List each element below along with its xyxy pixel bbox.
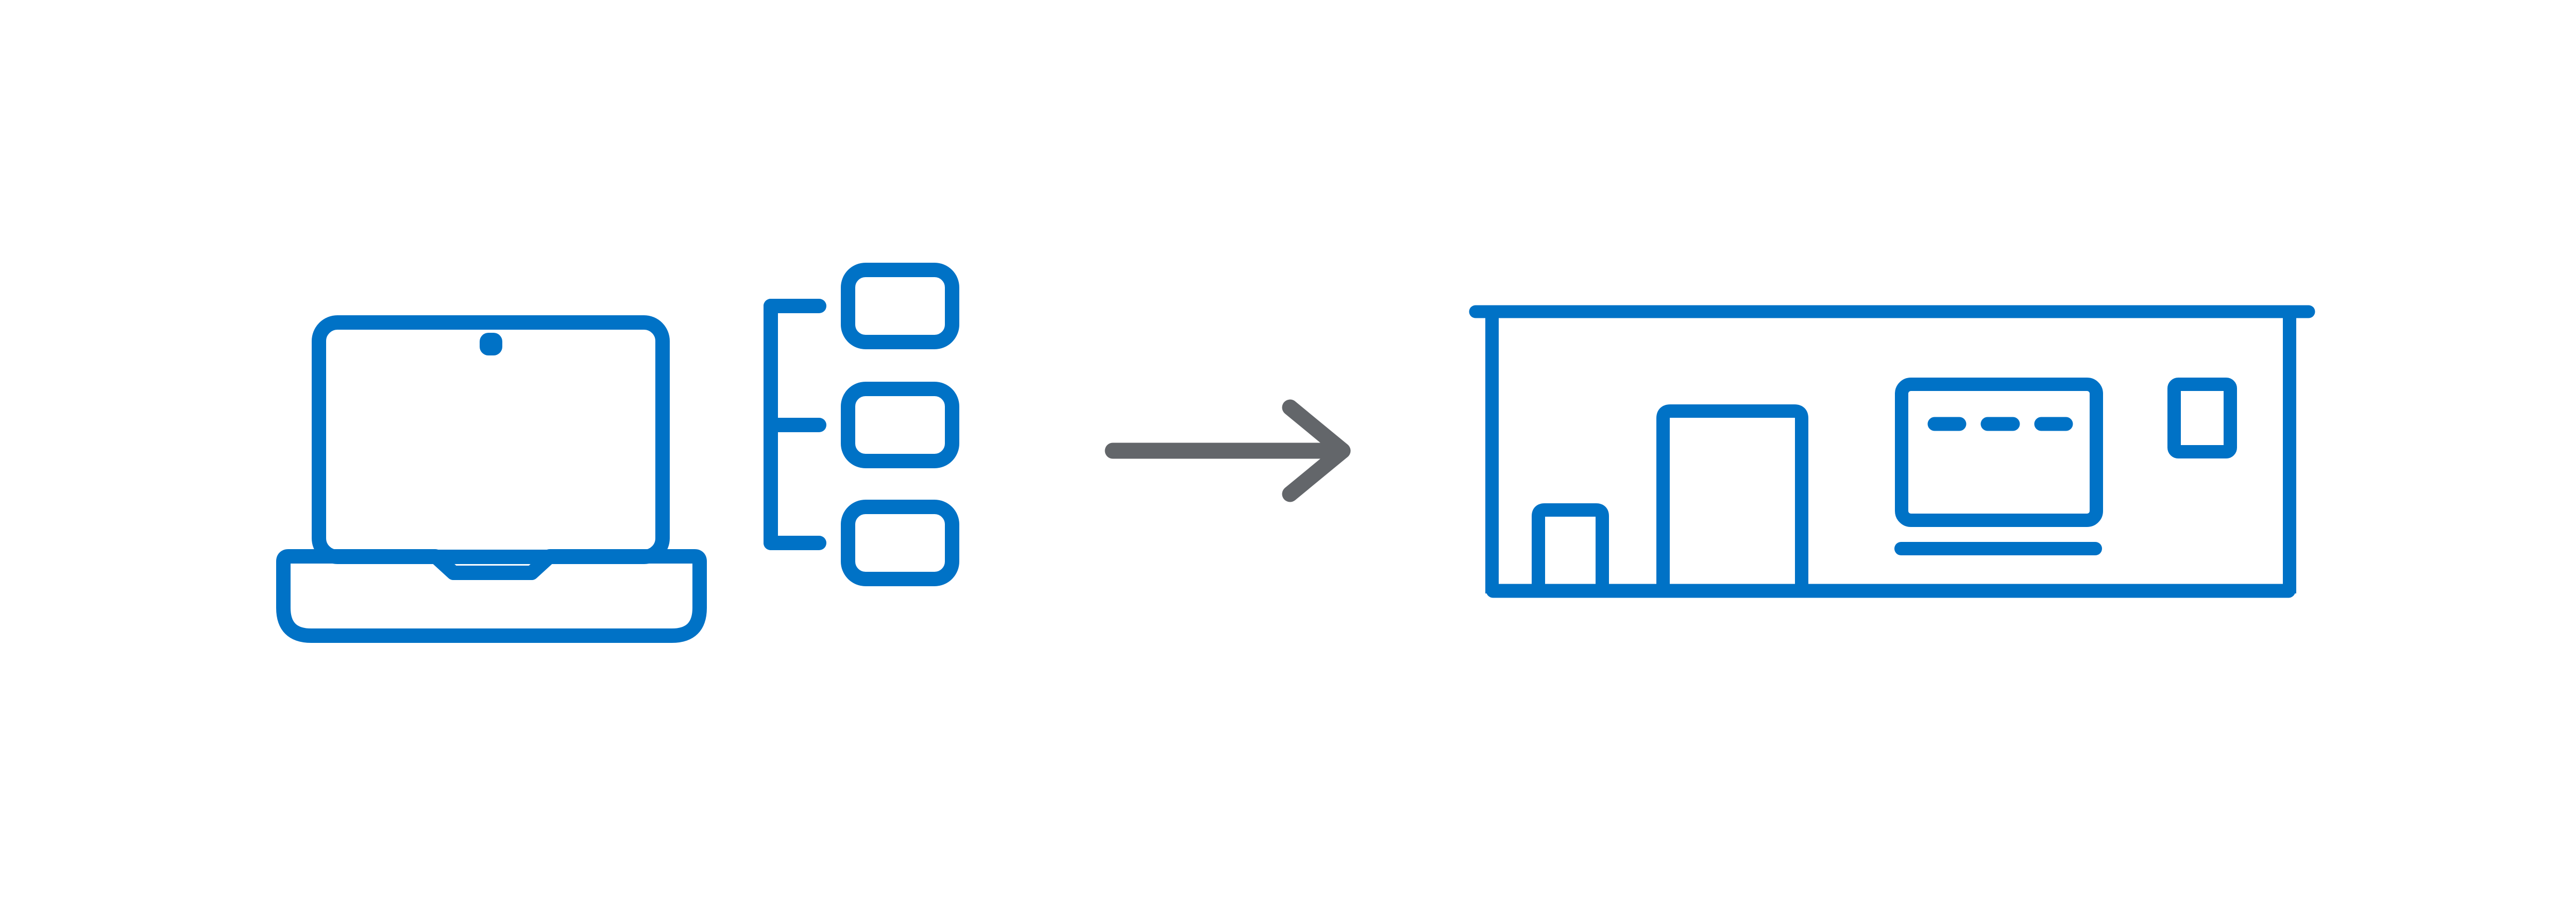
hierarchy-nodes-icon [764,263,959,586]
laptop-icon [276,315,707,643]
building-sign-window [1895,378,2103,527]
hierarchy-node-rect-top [841,263,959,349]
arrow-head [1282,399,1351,502]
store-building-icon [1469,305,2315,598]
building-small-window [2167,378,2237,458]
building-door [1656,404,1808,587]
building-crate [1532,503,1609,587]
laptop-screen [312,315,670,564]
hierarchy-node-rect-bottom [841,500,959,586]
arrow-right-icon [1105,399,1351,502]
laptop-camera-dot [480,333,502,355]
laptop-base [276,549,707,643]
hierarchy-node-rect-middle [841,382,959,468]
